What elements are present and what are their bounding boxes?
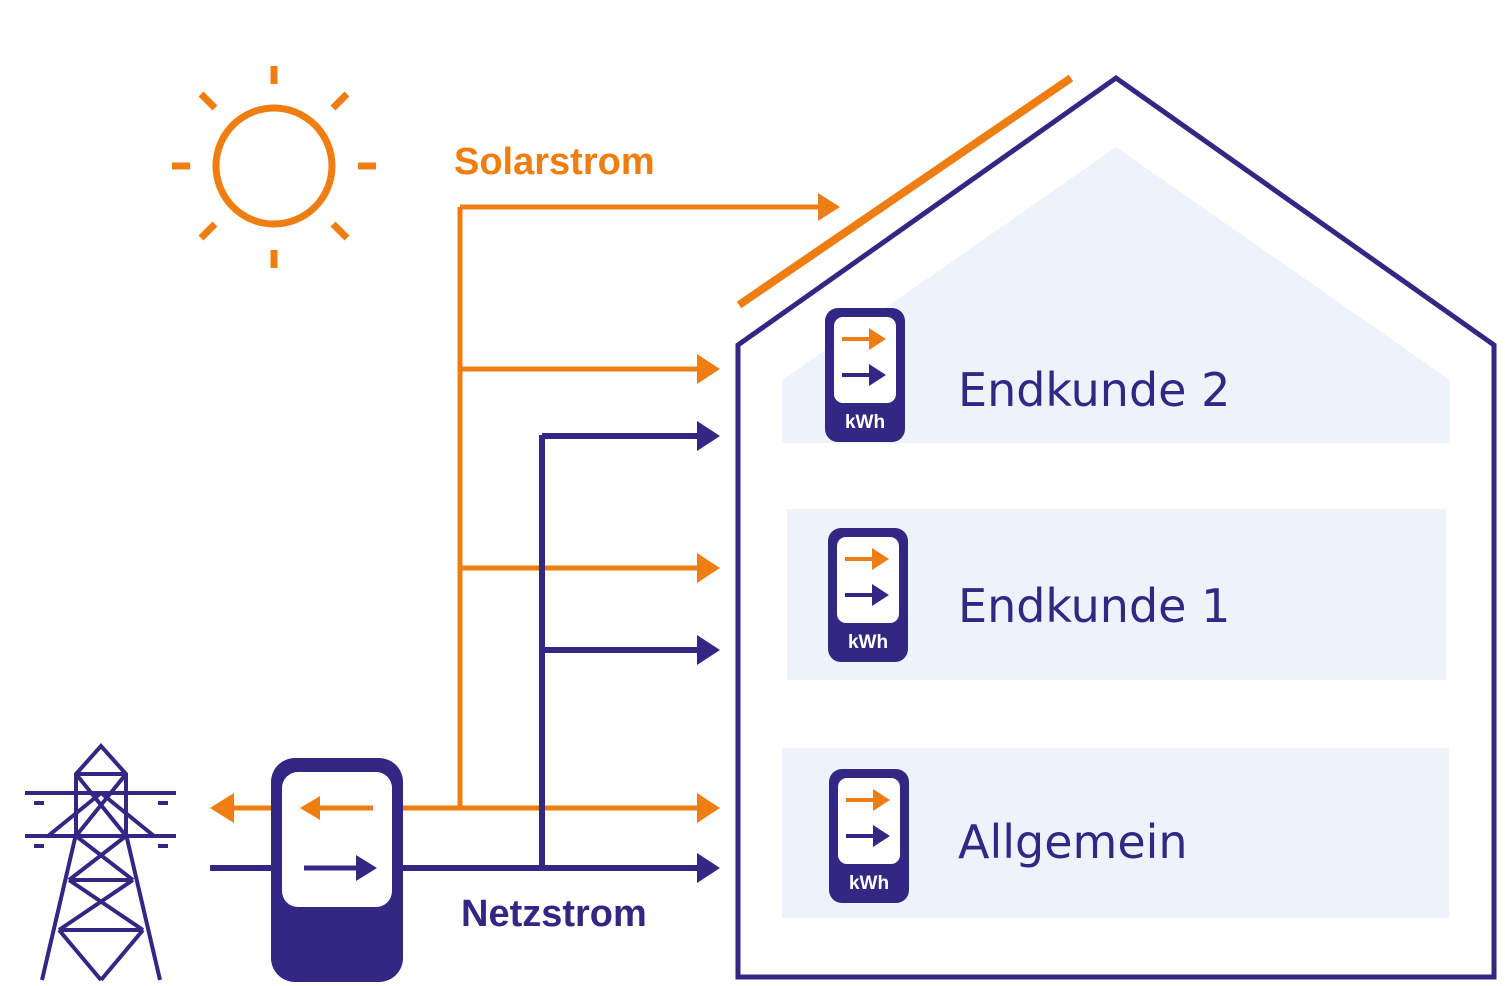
kwh-meter-allgemein: kWh (829, 769, 909, 903)
solar-panel-icon (736, 74, 1074, 309)
arrow-right-icon (697, 853, 720, 883)
solar-label: Solarstrom (454, 141, 655, 183)
arrow-right-icon (818, 193, 840, 221)
meter-unit: kWh (849, 873, 889, 894)
sun-icon (172, 66, 376, 268)
arrow-right-icon (697, 635, 720, 665)
meter-unit: kWh (848, 632, 888, 653)
kwh-meter-endkunde-1: kWh (828, 528, 908, 662)
arrow-left-icon (300, 796, 320, 820)
arrow-right-icon (697, 793, 720, 823)
arrow-right-icon (872, 584, 889, 606)
bidirectional-meter-icon (271, 758, 403, 982)
floor-name-endkunde-1: Endkunde 1 (958, 579, 1230, 633)
netz-label: Netzstrom (461, 893, 647, 935)
arrow-right-icon (697, 553, 720, 583)
arrow-right-icon (872, 548, 889, 570)
kwh-meter-endkunde-2: kWh (825, 308, 905, 442)
arrow-right-icon (869, 328, 886, 350)
floor-name-allgemein: Allgemein (958, 815, 1188, 869)
solar-flow-lines (232, 204, 822, 811)
netz-arrowheads (697, 421, 720, 883)
arrow-right-icon (356, 855, 377, 881)
arrow-left-icon (210, 793, 234, 823)
arrow-right-icon (873, 825, 890, 847)
solar-arrowheads (210, 193, 840, 823)
power-pylon-icon (25, 742, 176, 982)
floor-name-endkunde-2: Endkunde 2 (958, 363, 1230, 417)
arrow-right-icon (697, 354, 720, 384)
arrow-right-icon (869, 364, 886, 386)
meter-unit: kWh (845, 412, 885, 433)
arrow-right-icon (697, 421, 720, 451)
netz-flow-lines (210, 433, 700, 871)
arrow-right-icon (873, 789, 890, 811)
